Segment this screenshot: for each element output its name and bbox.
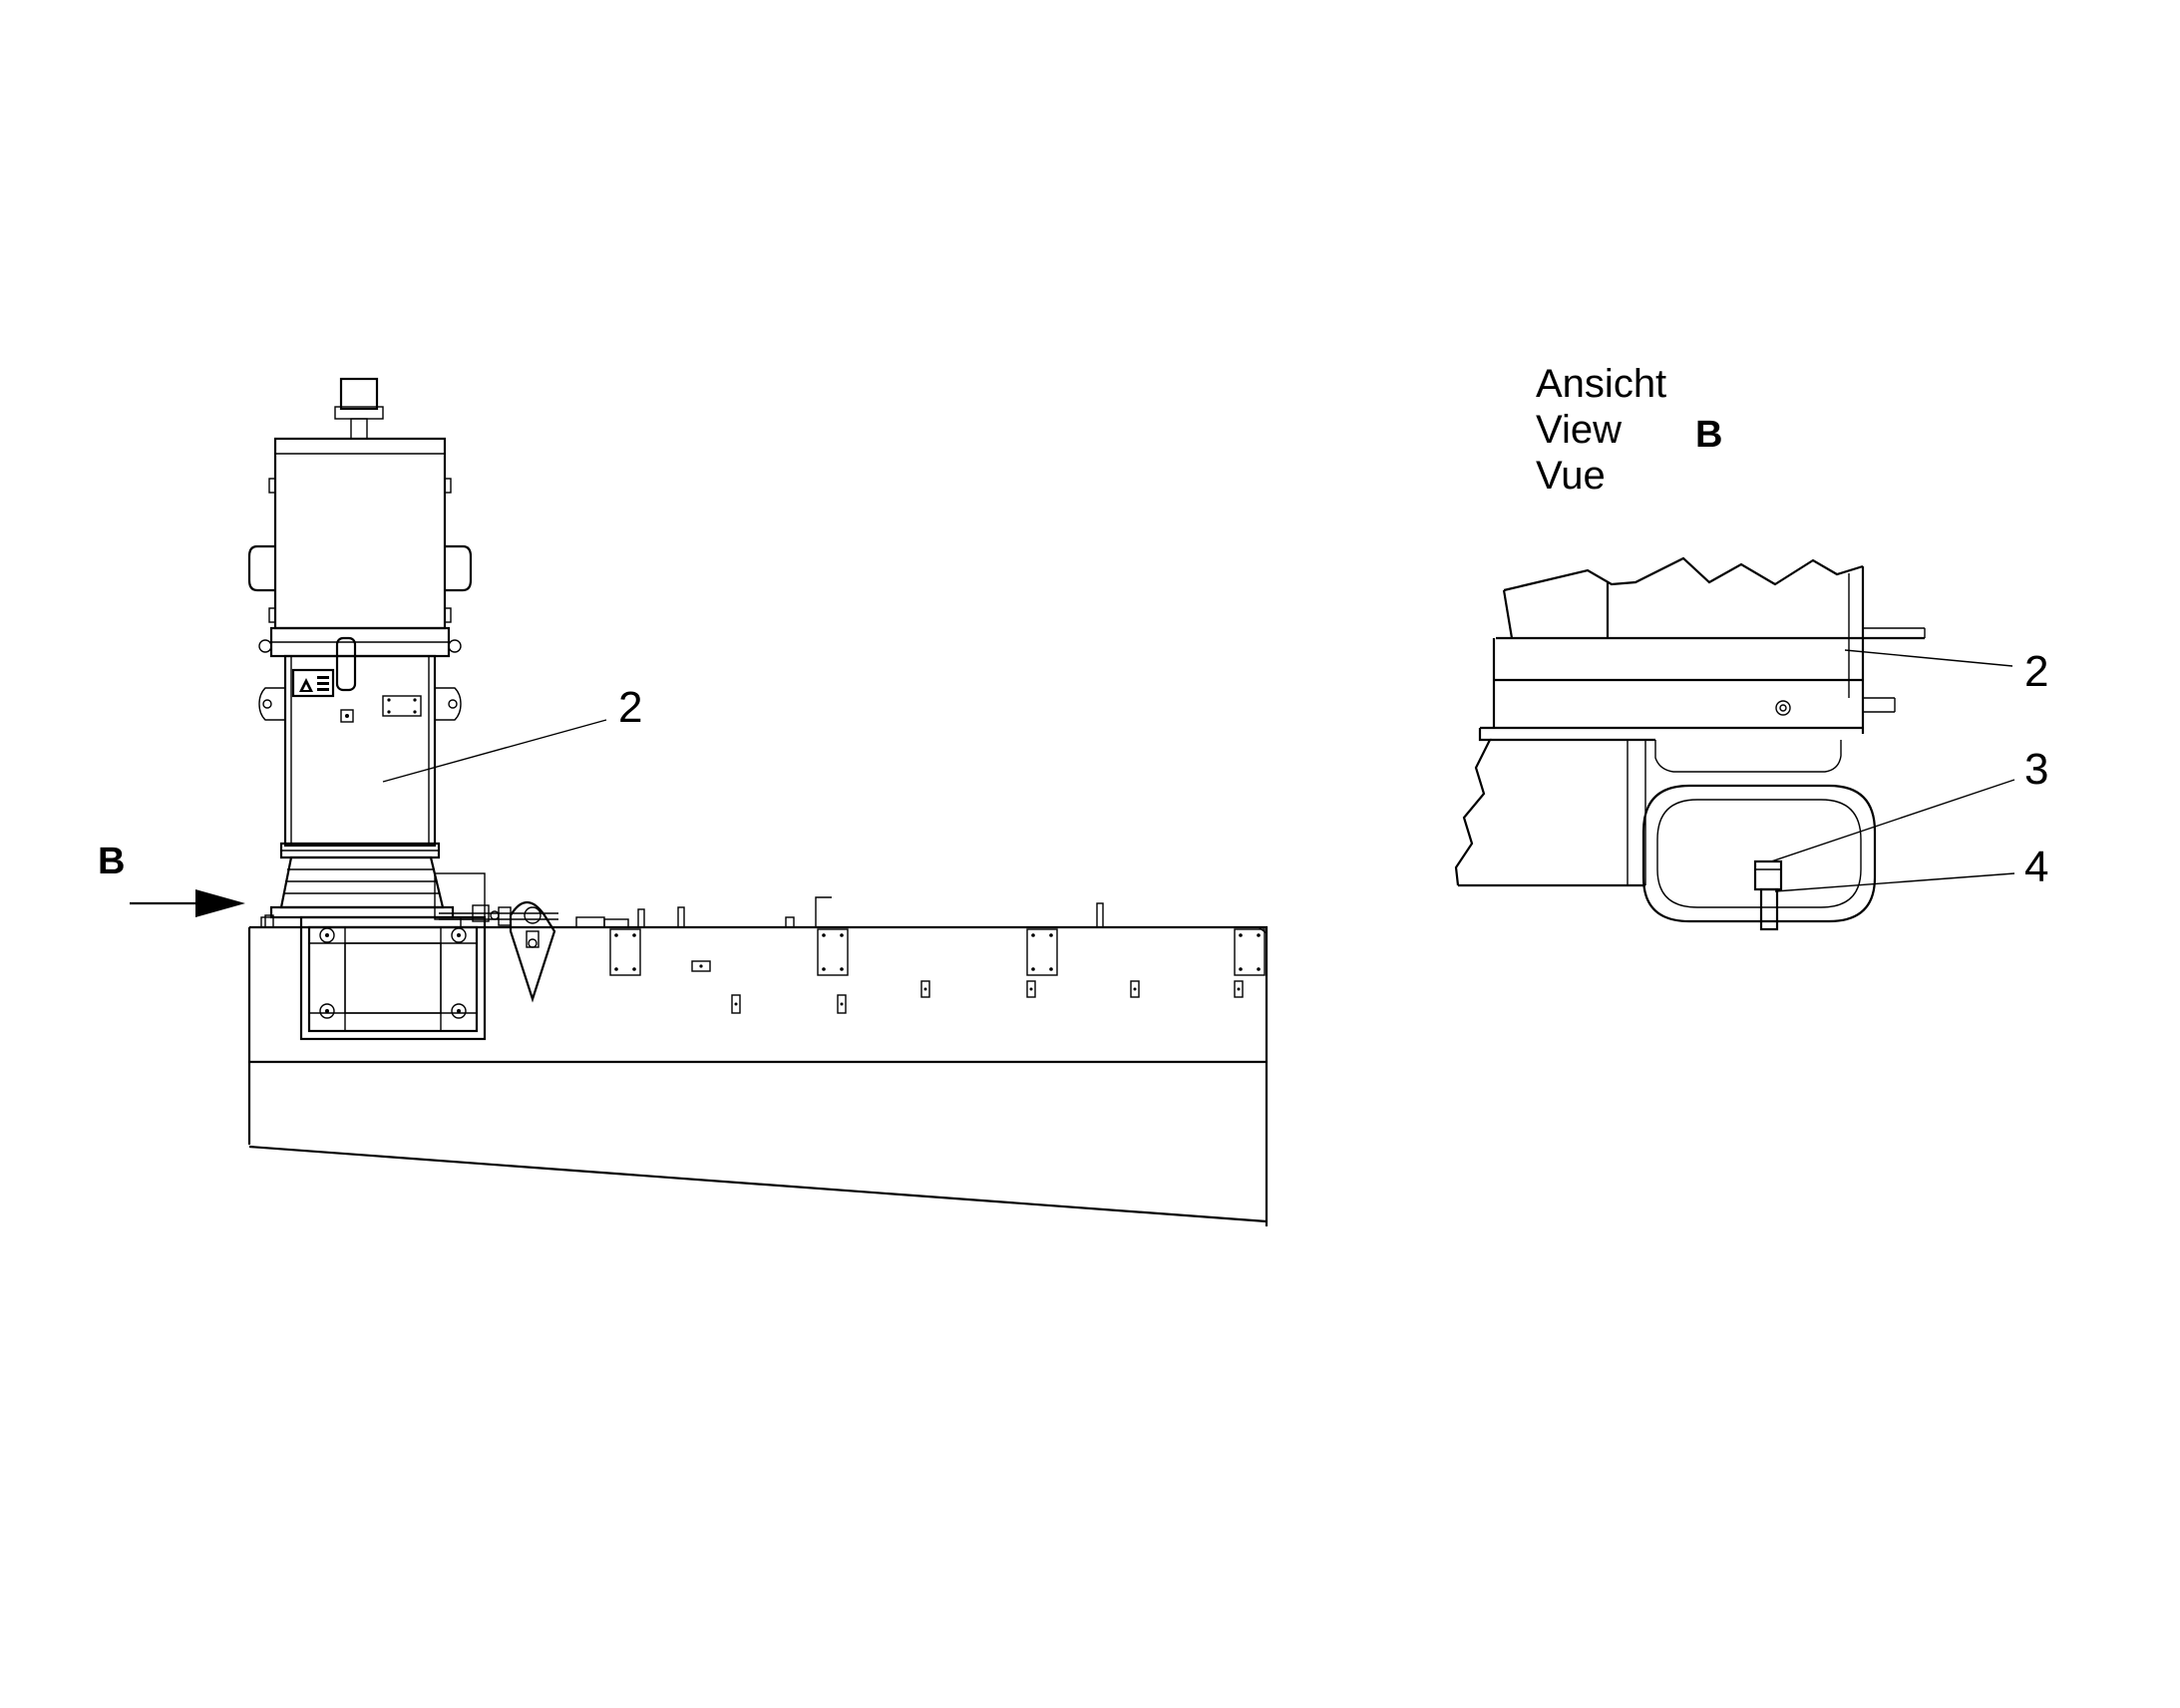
detail-callout-2: 2 bbox=[2024, 647, 2048, 696]
leader-line-d4 bbox=[1774, 872, 2015, 892]
view-letter-b: B bbox=[1695, 414, 1722, 456]
view-marker-b: B bbox=[98, 841, 125, 882]
deck-fittings bbox=[264, 872, 1104, 1003]
view-arrow-b bbox=[130, 889, 245, 917]
main-assembly-view: 2 B bbox=[98, 377, 1269, 1226]
beam-plates bbox=[609, 928, 1266, 1014]
detail-callout-4: 4 bbox=[2024, 843, 2048, 891]
base-beam bbox=[247, 925, 1269, 1226]
detail-structure bbox=[1454, 556, 1926, 931]
detail-callout-3: 3 bbox=[2024, 745, 2048, 794]
pump-housing bbox=[247, 377, 473, 928]
view-title-en: View bbox=[1536, 408, 1622, 452]
view-title-fr: Vue bbox=[1536, 454, 1606, 498]
leader-line-d3 bbox=[1770, 779, 2015, 862]
callout-2: 2 bbox=[618, 683, 642, 732]
mounting-frame bbox=[299, 915, 487, 1041]
view-title-de: Ansicht bbox=[1536, 362, 1666, 406]
leader-line-d2 bbox=[1844, 649, 2013, 667]
detail-view-b: Ansicht View Vue B bbox=[1454, 362, 2048, 931]
leader-line-2 bbox=[382, 719, 607, 783]
